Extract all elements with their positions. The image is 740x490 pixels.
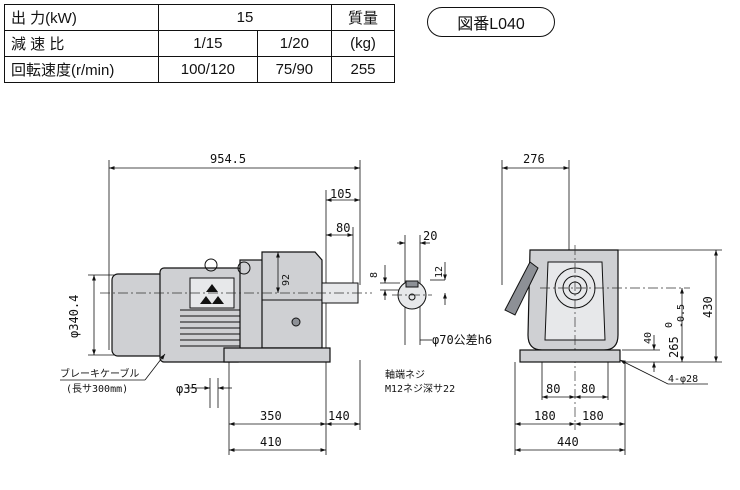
dim-base-350: 350 bbox=[260, 409, 282, 423]
dim-key-length: 80 bbox=[336, 221, 350, 235]
dim-side-width: 276 bbox=[523, 152, 545, 166]
dim-key-width: 20 bbox=[423, 229, 437, 243]
tolerance-upper: 0 bbox=[664, 322, 675, 328]
dim-shaft-length: 105 bbox=[330, 187, 352, 201]
base-plate bbox=[223, 347, 331, 363]
dim-hole-pitch-right: 80 bbox=[581, 382, 595, 396]
dim-cable-diameter: φ35 bbox=[176, 382, 198, 396]
eyebolt-2 bbox=[204, 258, 218, 272]
dim-motor-diameter: φ340.4 bbox=[67, 295, 81, 338]
tap-spec: M12ネジ深サ22 bbox=[385, 383, 455, 395]
tap-title: 軸端ネジ bbox=[385, 368, 425, 381]
spec-speed-2: 75/90 bbox=[256, 56, 333, 83]
dim-gear-height: 92 bbox=[281, 274, 292, 286]
mitsubishi-logo-icon bbox=[200, 284, 224, 304]
eyebolt-1 bbox=[237, 261, 251, 275]
spec-header-output: 出 力(kW) bbox=[4, 4, 159, 31]
spec-table: 出 力(kW) 15 質量 減 速 比 1/15 1/20 (kg) 回転速度(… bbox=[4, 4, 395, 83]
dim-key-height: 12 bbox=[434, 266, 445, 278]
dim-base-140: 140 bbox=[328, 409, 350, 423]
spec-ratio-2: 1/20 bbox=[256, 30, 333, 57]
spec-mass-unit: (kg) bbox=[331, 30, 395, 57]
side-base bbox=[519, 349, 621, 363]
side-terminal-box bbox=[504, 261, 539, 316]
dim-overall-length: 954.5 bbox=[210, 152, 246, 166]
shaft-end-detail: 20 8 12 φ70公差h6 軸端ネジ M12ネジ深サ22 bbox=[369, 229, 492, 395]
spec-output-value: 15 bbox=[158, 4, 332, 31]
dim-foot-height: 40 bbox=[643, 332, 654, 344]
dim-total-height: 430 bbox=[701, 296, 715, 318]
dim-base-half-right: 180 bbox=[582, 409, 604, 423]
front-view: 954.5 105 80 φ340.4 bbox=[60, 152, 372, 455]
side-view: 276 430 265 0 -0.5 40 4-φ28 bbox=[501, 152, 722, 455]
hole-spec: 4-φ28 bbox=[668, 374, 698, 385]
cable-label: ブレーキケーブル bbox=[60, 367, 139, 380]
dim-shaft-diameter: φ70公差h6 bbox=[432, 333, 492, 347]
motor-fins bbox=[180, 309, 242, 347]
tolerance-lower: -0.5 bbox=[676, 304, 687, 328]
spec-header-speed: 回転速度(r/min) bbox=[4, 56, 159, 83]
dim-hole-pitch-left: 80 bbox=[546, 382, 560, 396]
dim-base-half-left: 180 bbox=[534, 409, 556, 423]
spec-header-ratio: 減 速 比 bbox=[4, 30, 159, 57]
drawing-number-badge: 図番L040 bbox=[427, 7, 555, 37]
spec-mass-value: 255 bbox=[331, 56, 395, 83]
dim-shaft-center-height: 265 bbox=[667, 336, 681, 358]
dim-base-410: 410 bbox=[260, 435, 282, 449]
spec-speed-1: 100/120 bbox=[158, 56, 258, 83]
cable-length: (長サ300mm) bbox=[66, 383, 128, 395]
dim-key-depth: 8 bbox=[369, 272, 380, 278]
dim-base-width: 440 bbox=[557, 435, 579, 449]
